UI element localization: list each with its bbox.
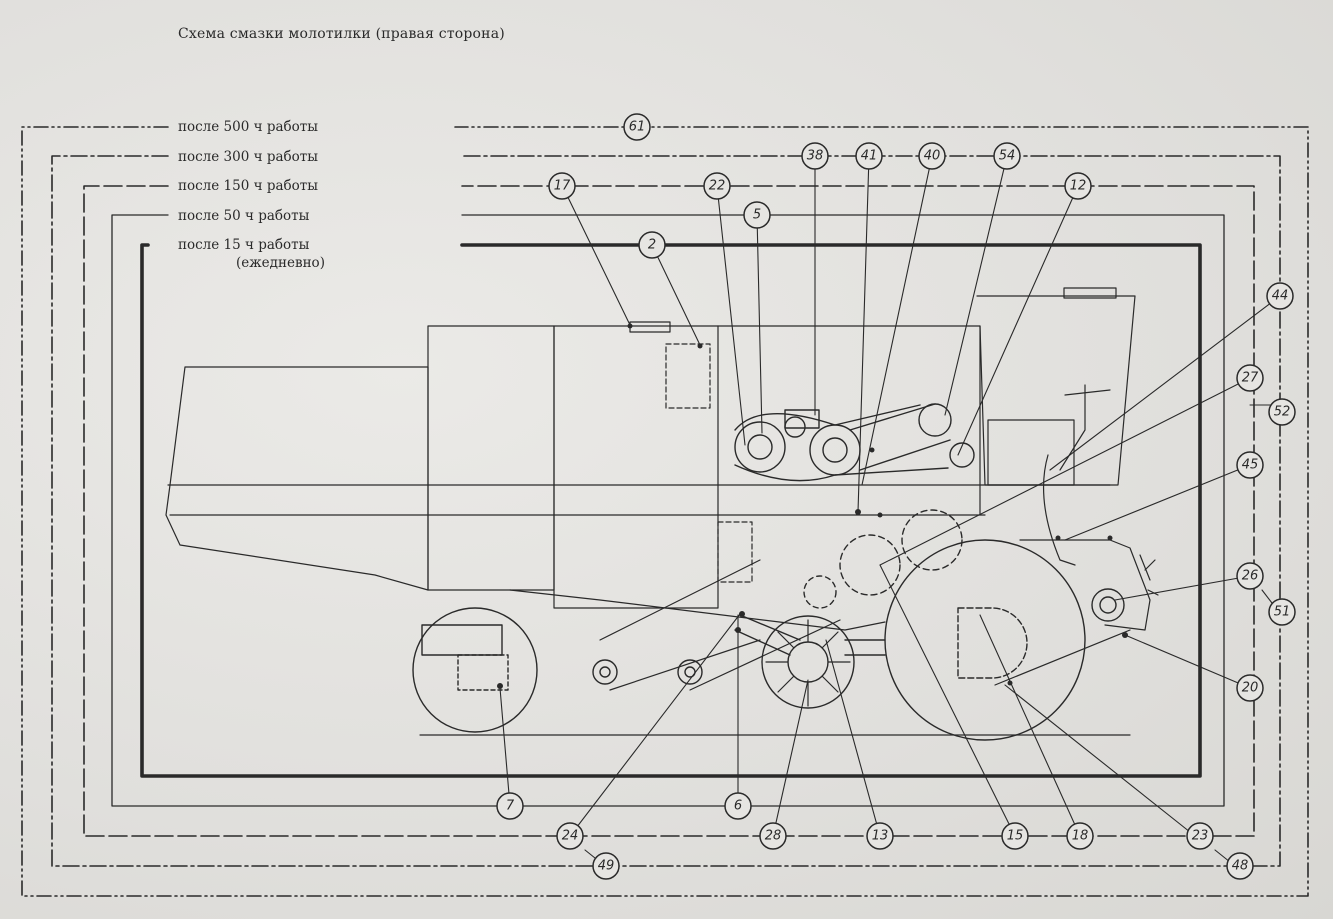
marker-15: 15 — [1007, 829, 1024, 844]
marker-7-circle — [496, 792, 524, 820]
marker-12-circle — [1064, 172, 1092, 200]
marker-23: 23 — [1192, 829, 1209, 844]
frame-500h — [21, 126, 1309, 897]
marker-52: 52 — [1274, 405, 1291, 420]
marker-51: 51 — [1274, 605, 1291, 620]
marker-6: 6 — [734, 799, 742, 814]
marker-7: 7 — [506, 799, 515, 814]
marker-45-circle — [1236, 451, 1264, 479]
marker-5-circle — [743, 201, 771, 229]
frame-300h — [51, 155, 1281, 867]
marker-circles — [496, 113, 1296, 880]
wheels-and-pulleys — [412, 403, 1125, 741]
leader-lines — [499, 155, 1281, 863]
frame-150h — [83, 185, 1255, 837]
legend-15h: после 15 ч работы — [178, 237, 310, 253]
marker-23-circle — [1186, 822, 1214, 850]
marker-24-circle — [556, 822, 584, 850]
marker-38: 38 — [807, 149, 824, 164]
marker-41: 41 — [861, 149, 878, 164]
marker-20-circle — [1236, 674, 1264, 702]
marker-5: 5 — [753, 208, 761, 223]
marker-54: 54 — [999, 149, 1016, 164]
marker-15-circle — [1001, 822, 1029, 850]
marker-13-circle — [866, 822, 894, 850]
combine-outline — [165, 287, 1159, 736]
marker-48: 48 — [1232, 859, 1249, 874]
marker-26-circle — [1236, 562, 1264, 590]
marker-40: 40 — [924, 149, 941, 164]
marker-49-circle — [592, 852, 620, 880]
marker-18: 18 — [1072, 829, 1089, 844]
marker-18-circle — [1066, 822, 1094, 850]
marker-2: 2 — [648, 238, 656, 253]
marker-28-circle — [759, 822, 787, 850]
marker-22-circle — [703, 172, 731, 200]
marker-27-circle — [1236, 364, 1264, 392]
legend-300h: после 300 ч работы — [178, 149, 318, 165]
marker-24: 24 — [562, 829, 579, 844]
marker-27: 27 — [1242, 371, 1259, 386]
legend-50h: после 50 ч работы — [178, 208, 310, 224]
diagram-title: Схема смазки молотилки (правая сторона) — [178, 26, 505, 42]
legend-150h: после 150 ч работы — [178, 178, 318, 194]
marker-28: 28 — [765, 829, 782, 844]
legend-15h-daily: (ежедневно) — [236, 255, 325, 271]
marker-61: 61 — [629, 120, 646, 135]
marker-45: 45 — [1242, 458, 1259, 473]
marker-6-circle — [724, 792, 752, 820]
marker-17-circle — [548, 172, 576, 200]
marker-51-circle — [1268, 598, 1296, 626]
marker-26: 26 — [1242, 569, 1259, 584]
marker-12: 12 — [1070, 179, 1087, 194]
marker-54-circle — [993, 142, 1021, 170]
grease-points — [497, 323, 1128, 689]
frame-50h — [111, 214, 1225, 807]
legend-500h: после 500 ч работы — [178, 119, 318, 135]
marker-52-circle — [1268, 398, 1296, 426]
marker-2-circle — [638, 231, 666, 259]
marker-44-circle — [1266, 282, 1294, 310]
marker-13: 13 — [872, 829, 889, 844]
marker-49: 49 — [598, 859, 615, 874]
marker-22: 22 — [709, 179, 726, 194]
marker-17: 17 — [554, 179, 571, 194]
marker-40-circle — [918, 142, 946, 170]
marker-38-circle — [801, 142, 829, 170]
frame-15h — [140, 243, 1202, 778]
marker-numbers: 61 38 41 40 54 17 22 12 5 2 44 27 52 45 … — [506, 120, 1290, 874]
marker-61-circle — [623, 113, 651, 141]
marker-20: 20 — [1242, 681, 1259, 696]
marker-48-circle — [1226, 852, 1254, 880]
marker-44: 44 — [1272, 289, 1289, 304]
marker-41-circle — [855, 142, 883, 170]
